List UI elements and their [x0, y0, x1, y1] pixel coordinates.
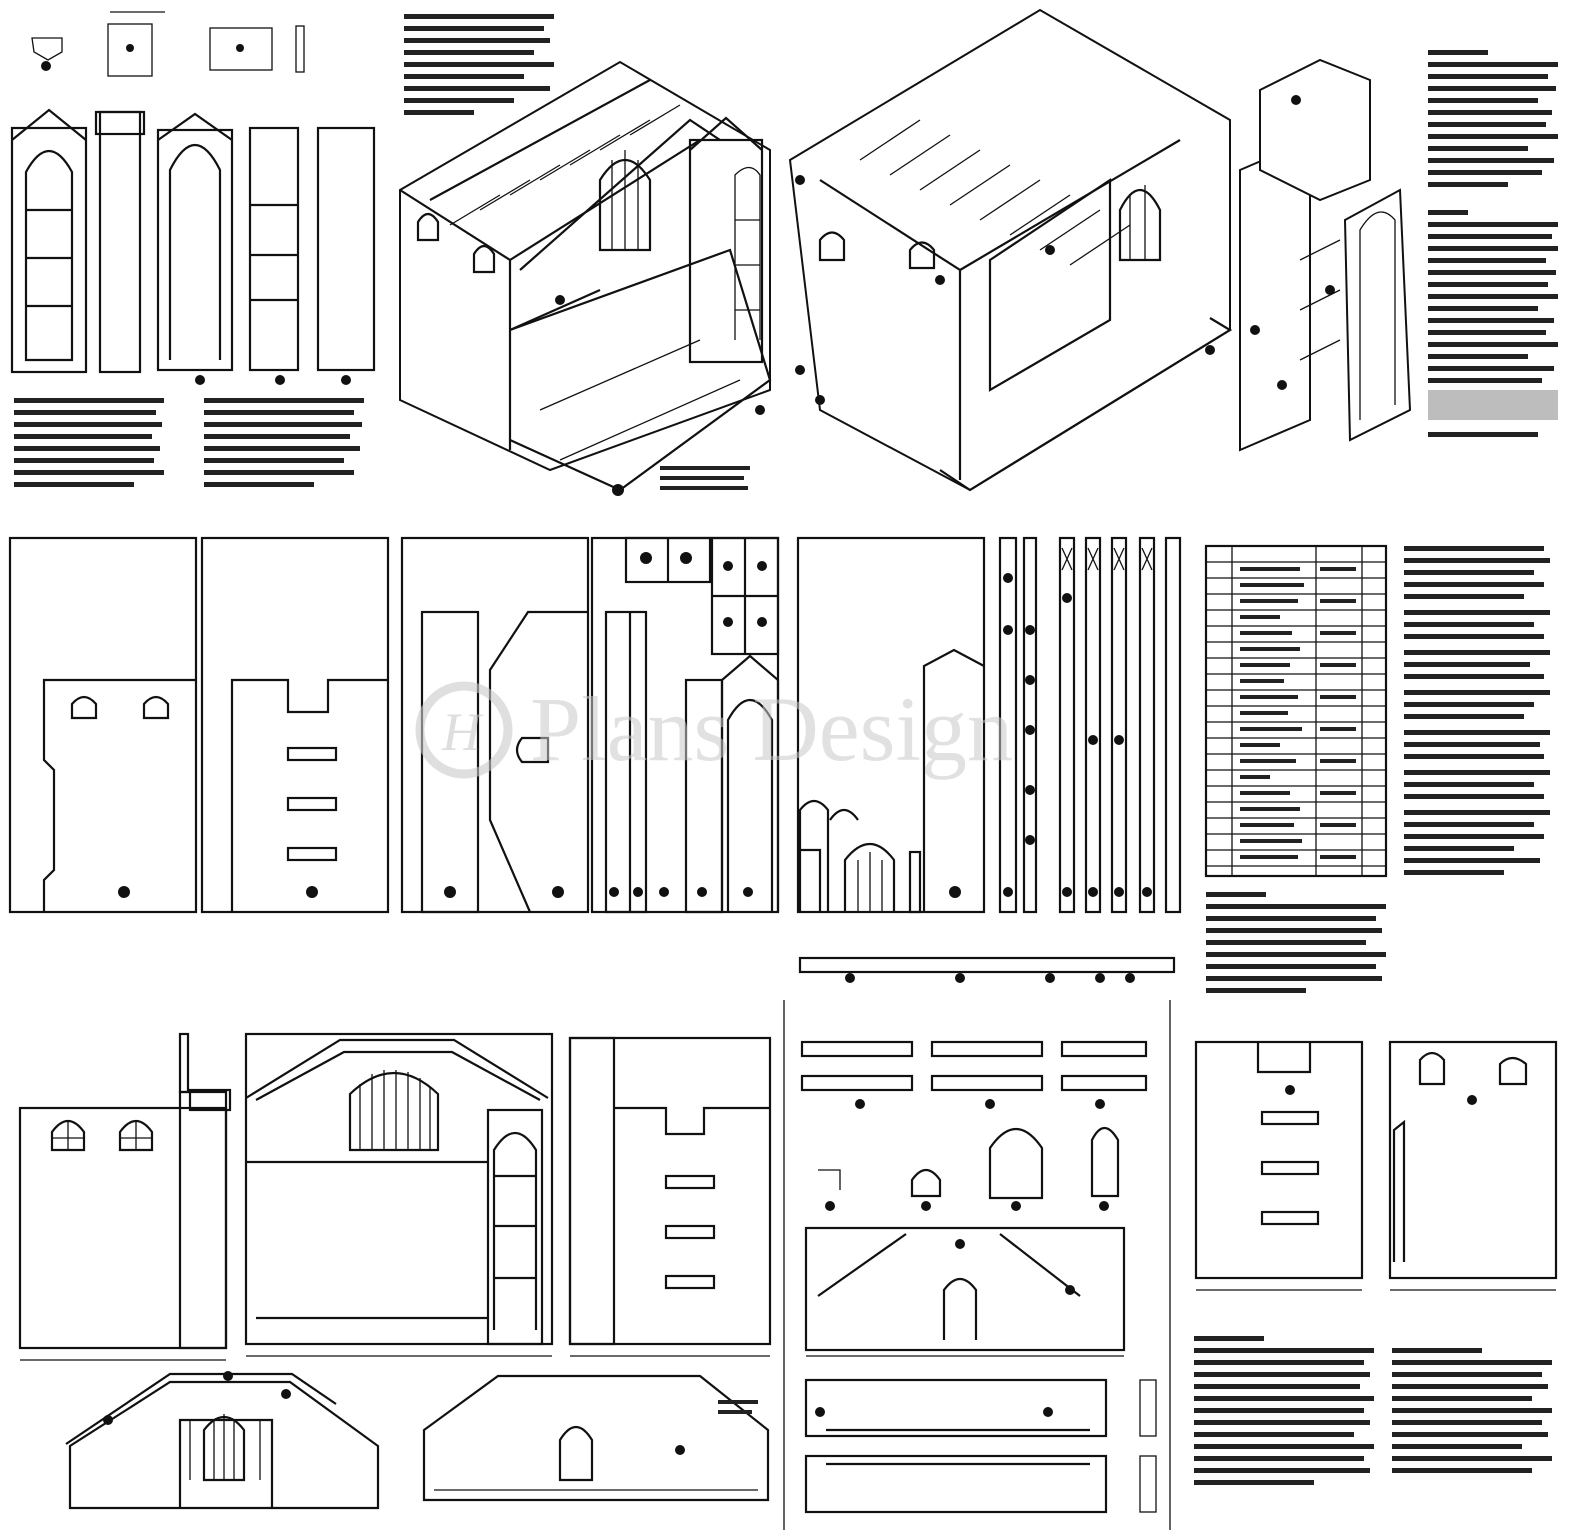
- front-elevation: [244, 1032, 554, 1357]
- guard-rail-elevation: [804, 1226, 1126, 1357]
- isometric-assembly-view: [399, 60, 772, 496]
- trim-details: [800, 1040, 1148, 1211]
- roof-elevations: [65, 1371, 770, 1510]
- cut-sheet-panels: [8, 536, 1182, 983]
- watermark-text: Plans Design: [530, 678, 1013, 780]
- end-panel-drawings: [1194, 1040, 1558, 1291]
- side-elevation: [18, 1032, 232, 1361]
- bookcase-elevations: [10, 108, 376, 385]
- notes-middle-right: [1206, 546, 1550, 993]
- notes-top-middle: [404, 14, 554, 115]
- bed-frame-details: [804, 1378, 1157, 1514]
- exploded-assembly-view: [788, 8, 1412, 492]
- notes-top-right: [1428, 50, 1558, 437]
- top-left-details: [31, 11, 305, 77]
- watermark: H Plans Design: [415, 678, 1013, 780]
- cutting-list-table: [1204, 544, 1388, 878]
- notes-bottom-right: [1194, 1336, 1552, 1485]
- sheet-dividers: [783, 1000, 1171, 1530]
- watermark-logo-letters: H: [441, 702, 484, 762]
- notes-left: [14, 398, 364, 487]
- end-elevation: [568, 1036, 772, 1357]
